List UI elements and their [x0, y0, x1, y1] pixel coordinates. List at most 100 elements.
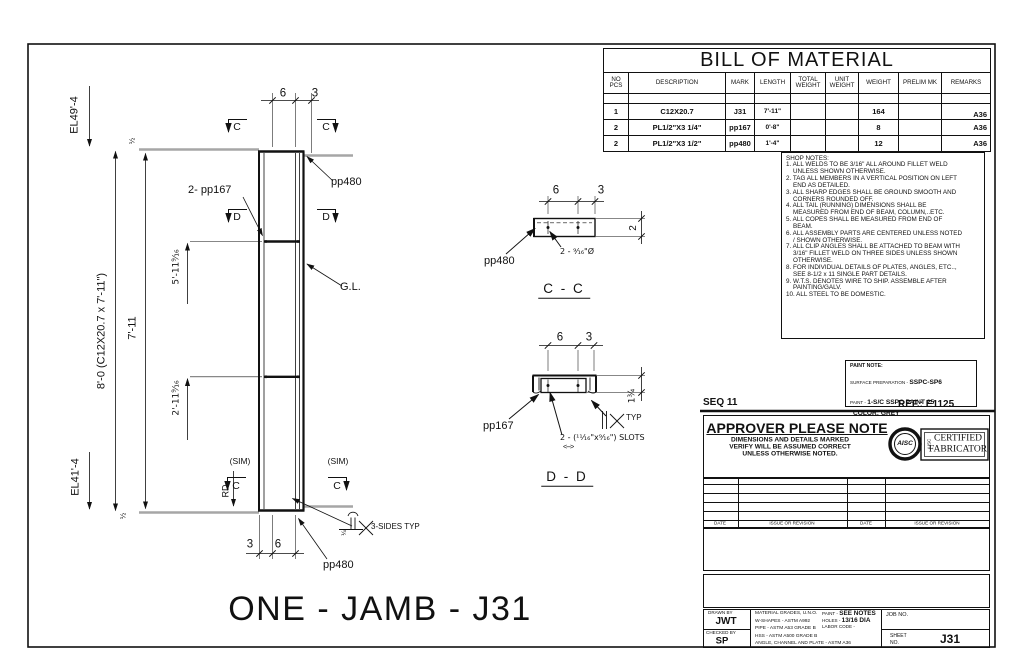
bom-header: TOTAL WEIGHT: [790, 72, 826, 94]
bom-cell: 8: [858, 119, 899, 136]
paint-color: COLOR: GREY: [853, 409, 900, 417]
elevation-leaders: [242, 155, 374, 560]
aisc-logo: [888, 427, 989, 461]
section-mark-c-bottom-left: C: [232, 479, 240, 492]
revision-grid: [703, 478, 990, 528]
ref-label: REF.: E1125: [898, 399, 955, 410]
seq-label: SEQ 11: [703, 397, 738, 408]
revision-issue-header-2: ISSUE OR REVISION: [914, 520, 960, 526]
bom-header: LENGTH: [754, 72, 791, 94]
paint-paint-label: PAINT -: [850, 399, 868, 405]
aisc-logo-text: AISC: [897, 439, 913, 447]
elevation-dim-member: 7'-11: [126, 316, 139, 340]
elevation-dim-half-bottom: ½: [119, 512, 128, 520]
shop-note: 8. FOR INDIVIDUAL DETAILS OF PLATES, ANG…: [786, 263, 957, 278]
elevation-rd-label: RD: [220, 484, 231, 498]
section-mark-d-left: D: [233, 210, 241, 223]
shop-note: 3. ALL SHARP EDGES SHALL BE GROUND SMOOT…: [786, 188, 957, 203]
elevation-dim-overall: 8'-0 (C12X20.7 x 7'-11"): [95, 272, 108, 390]
material-grade-line: ANGLE, CHANNEL AND PLATE - ASTM A36: [755, 641, 851, 646]
bom-cell: 2: [603, 135, 629, 152]
bom-cell: 2: [603, 119, 629, 136]
elevation-el-top: EL49'-4: [68, 96, 81, 134]
bom-header: MARK: [725, 72, 755, 94]
cc-dim-2: 2: [628, 225, 639, 231]
elevation-dimensions: [86, 86, 319, 559]
approver-line3: UNLESS OTHERWISE NOTED.: [742, 450, 838, 458]
dd-dim-1-3-4: 1¾: [627, 388, 638, 404]
shop-note: 4. ALL TAIL (RUNNING) DIMENSIONS SHALL B…: [786, 202, 945, 217]
section-dd-linework: [508, 341, 646, 436]
bom-cell: 1'-4": [754, 135, 791, 152]
shop-note: 9. W.T.S. DENOTES WIRE TO SHIP. ASSEMBLE…: [786, 277, 947, 292]
dd-title: D - D: [541, 470, 593, 487]
revision-empty-box-2: [703, 574, 990, 608]
labor-code-label: LABOR CODE -: [822, 624, 855, 629]
shop-note: 5. ALL COPES SHALL BE MEASURED FROM END …: [786, 216, 943, 230]
drawn-by-label: DRAWN BY: [708, 610, 733, 615]
label-gl: G.L.: [340, 281, 361, 293]
elevation-dim-bot-3: 3: [246, 538, 254, 551]
paint-prep-label: SURFACE PREPARATION -: [850, 379, 910, 385]
sheet-border: [27, 43, 996, 648]
material-grade-line: HSS - ASTM A500 GRADE B: [755, 633, 818, 639]
elevation-dim-half-top: ½: [128, 137, 137, 145]
bill-of-material-table: BILL OF MATERIAL NO PCS DESCRIPTION MARK…: [603, 48, 991, 152]
sim-note-right: (SIM): [327, 455, 349, 466]
bom-header: WEIGHT: [858, 72, 899, 94]
bom-header: UNIT WEIGHT: [825, 72, 859, 94]
approver-title: APPROVER PLEASE NOTE: [706, 420, 888, 436]
revision-empty-box-1: [703, 528, 990, 571]
bom-cell: J31: [725, 103, 755, 120]
bom-cell: 7'-11": [754, 103, 791, 120]
shop-notes-box: SHOP NOTES: 1. ALL WELDS TO BE 3/16" ALL…: [781, 152, 985, 339]
cc-label-pp480: pp480: [484, 255, 515, 267]
sheet-no-label: SHEET NO.: [890, 633, 907, 646]
dd-dim-6: 6: [556, 331, 564, 344]
dd-dim-3: 3: [585, 331, 593, 344]
elevation-member: [258, 150, 305, 512]
section-mark-c-bottom-right: C: [333, 479, 341, 492]
bom-cell: pp480: [725, 135, 755, 152]
weld-note-3-sides: 3-SIDES TYP: [371, 522, 420, 531]
revision-date-header-2: DATE: [860, 520, 872, 526]
sim-note-left: (SIM): [229, 455, 251, 466]
approver-line2: VERIFY WILL BE ASSUMED CORRECT: [729, 443, 851, 451]
bom-cell: PL1/2"X3 1/4": [628, 119, 726, 136]
elevation-dim-bot-6: 6: [274, 538, 282, 551]
material-grade-line: PIPE - ASTM A53 GRADE B: [755, 626, 816, 631]
elevation-el-bottom: EL41'-4: [69, 458, 82, 496]
dd-slots-arrow: <--->: [563, 444, 574, 451]
dd-label-pp167: pp167: [483, 420, 514, 432]
sheet-no-value: J31: [939, 632, 961, 646]
checked-by-label: CHECKED BY: [706, 630, 736, 635]
bom-cell: PL1/2"X3 1/2": [628, 135, 726, 152]
paint-spec: PAINT - SEE NOTES: [822, 609, 876, 617]
shop-notes-title: SHOP NOTES:: [786, 155, 829, 162]
cc-dim-6: 6: [552, 184, 560, 197]
section-cut-flags: [224, 119, 350, 491]
elevation-gray-lines: [139, 148, 353, 514]
shop-note: 2. TAG ALL MEMBERS IN A VERTICAL POSITIO…: [786, 174, 957, 189]
cc-dim-3: 3: [597, 184, 605, 197]
dd-slots-note: 2 - (¹¹⁄₁₆"x⁹⁄₁₆") SLOTS: [560, 433, 645, 442]
bom-header: REMARKS: [941, 72, 991, 94]
approver-line1: DIMENSIONS AND DETAILS MARKED: [731, 436, 849, 444]
label-pp480-bottom: pp480: [323, 559, 354, 571]
bom-cell: 1: [603, 103, 629, 120]
material-grade-line: MATERIAL GRADES, U.N.O.: [755, 611, 818, 616]
section-mark-c-top-left: C: [233, 120, 241, 133]
drawn-by-value: JWT: [715, 616, 737, 627]
material-grade-line: W-SHAPES - ASTM A992: [755, 618, 811, 624]
paint-note-title: PAINT NOTE:: [850, 363, 883, 369]
bom-cell: pp167: [725, 119, 755, 136]
revision-date-header-1: DATE: [714, 520, 726, 526]
bom-header: PRELIM MK: [898, 72, 942, 94]
title-block: [703, 609, 990, 648]
bom-cell: 0'-8": [754, 119, 791, 136]
dd-typ-label: TYP: [626, 413, 642, 422]
elevation-dim-top-3: 3: [311, 87, 319, 100]
elevation-dim-top-6: 6: [279, 87, 287, 100]
cc-holes-note: 2 - ⁹⁄₁₆"Ø: [560, 247, 594, 256]
holes-spec: HOLES - 13/16 DIA: [822, 616, 871, 624]
